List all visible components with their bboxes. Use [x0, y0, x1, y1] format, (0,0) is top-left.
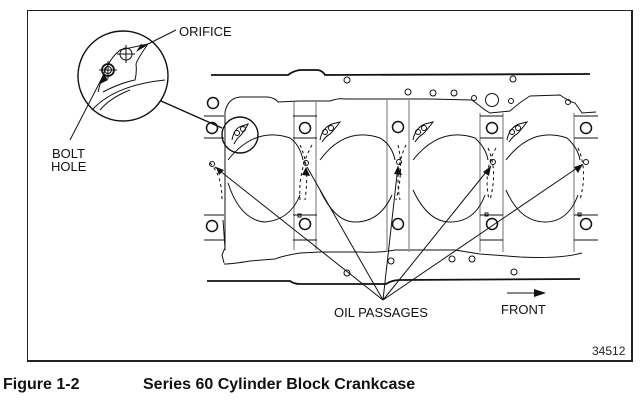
bottom-rail — [207, 278, 581, 285]
figure-title: Series 60 Cylinder Block Crankcase — [143, 376, 416, 393]
front-arrowhead — [534, 289, 546, 297]
bolt-hole-label-line1: BOLT — [52, 146, 85, 161]
oil-passage-leaders — [214, 163, 584, 301]
bolt-hole-label-line2: HOLE — [51, 159, 87, 174]
block-upper-contour — [224, 94, 597, 114]
cylinder-bores — [227, 134, 581, 223]
figure-id-code: 34512 — [592, 344, 626, 358]
orifice-label: ORIFICE — [179, 24, 232, 39]
detail-leader — [160, 100, 223, 129]
detail-circle-large — [77, 30, 169, 122]
bulkheads — [204, 99, 598, 252]
figure-number: Figure 1-2 — [3, 376, 80, 393]
small-squares — [297, 212, 582, 218]
small-circles — [343, 75, 571, 277]
orifice-crescents — [319, 121, 529, 143]
top-rail — [211, 69, 591, 76]
arrowheads — [100, 44, 583, 297]
detail-circle-small — [221, 116, 259, 154]
front-label: FRONT — [501, 302, 546, 317]
figure-frame — [27, 10, 633, 362]
oil-passage-holes — [209, 159, 589, 167]
block-lower-contour — [221, 219, 583, 265]
bulkhead-bolt-holes — [205, 96, 593, 233]
oil-passages-label: OIL PASSAGES — [334, 305, 428, 320]
